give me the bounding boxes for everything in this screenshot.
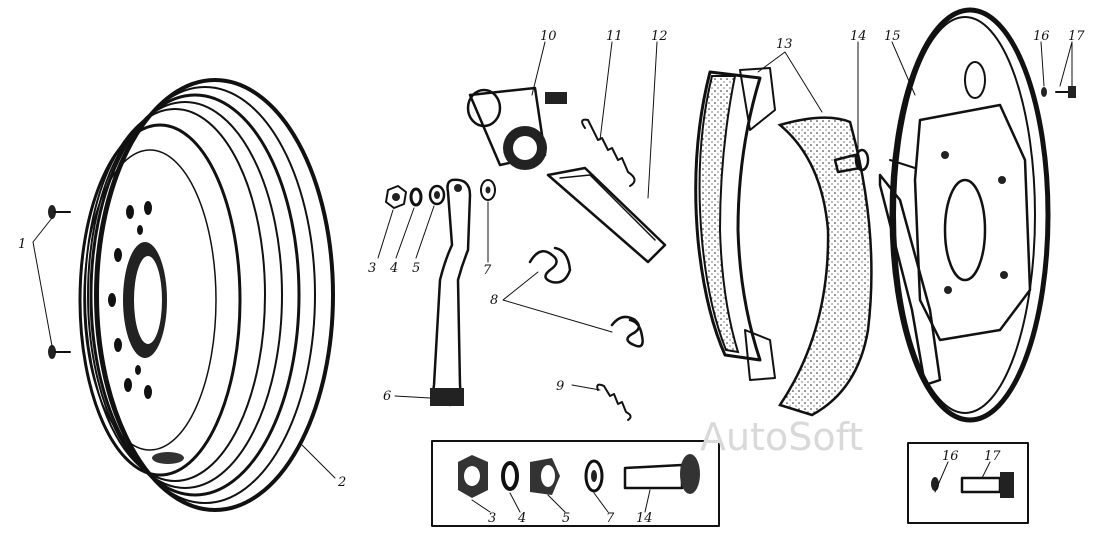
wheel-cylinder — [466, 86, 567, 170]
inset-label-3: 3 — [488, 511, 496, 526]
label-3: 3 — [368, 261, 376, 276]
label-12: 12 — [651, 29, 668, 44]
leader-8 — [502, 271, 613, 333]
label-16: 16 — [1033, 29, 1050, 44]
label-13: 13 — [776, 37, 793, 52]
leader-lines — [301, 41, 1073, 513]
drum-screw-top — [48, 205, 71, 219]
return-spring-11 — [581, 118, 636, 187]
label-6: 6 — [383, 389, 391, 404]
inset-bushing-5 — [530, 458, 560, 495]
label-10: 10 — [540, 29, 557, 44]
label-8: 8 — [490, 293, 498, 308]
label-1: 1 — [18, 237, 26, 252]
watermark: AutoSoft — [700, 415, 863, 459]
inset-label-17: 17 — [984, 449, 1001, 464]
label-9: 9 — [556, 379, 564, 394]
spring-washer-4 — [409, 187, 423, 207]
washer-7 — [480, 179, 496, 201]
brake-shoe-left — [694, 67, 776, 381]
inset-washer-4 — [501, 461, 519, 491]
anchor-pin-14 — [833, 148, 870, 174]
drum-screw-bottom — [48, 345, 71, 359]
brake-shoe-right — [777, 116, 873, 417]
backing-plate — [878, 7, 1051, 423]
label-4: 4 — [389, 261, 398, 276]
leader-1 — [32, 217, 53, 347]
spring-washer-16 — [1041, 87, 1047, 97]
label-2: 2 — [337, 475, 346, 490]
bushing-5 — [428, 184, 446, 206]
inset-screw — [907, 442, 1029, 524]
spring-8-lower — [610, 315, 644, 348]
inset-label-14: 14 — [636, 511, 653, 526]
inset-label-4: 4 — [517, 511, 526, 526]
inset-washer-7 — [584, 459, 604, 493]
inset-label-7: 7 — [606, 511, 615, 526]
spring-8-upper — [528, 246, 572, 284]
label-17: 17 — [1068, 29, 1085, 44]
bolt-17 — [1055, 86, 1076, 98]
nut-3 — [385, 185, 407, 209]
inset-nut-3 — [458, 455, 488, 498]
label-7: 7 — [483, 263, 492, 278]
spring-9 — [596, 383, 632, 421]
inset-washer-16 — [931, 477, 939, 491]
label-5: 5 — [412, 261, 420, 276]
label-14: 14 — [850, 29, 867, 44]
brake-drum — [78, 78, 335, 512]
inset-bolt-set — [431, 440, 720, 527]
part-labels: 1 2 3 4 5 6 7 8 9 10 11 12 13 14 15 16 1… — [18, 29, 1085, 526]
inset-pin-14 — [623, 454, 700, 494]
adjusting-lever — [546, 166, 667, 264]
label-11: 11 — [606, 29, 623, 44]
strut-plate — [430, 178, 472, 407]
label-15: 15 — [884, 29, 901, 44]
inset-label-5: 5 — [562, 511, 570, 526]
inset-label-16: 16 — [942, 449, 959, 464]
inset-bolt-17 — [960, 472, 1014, 498]
